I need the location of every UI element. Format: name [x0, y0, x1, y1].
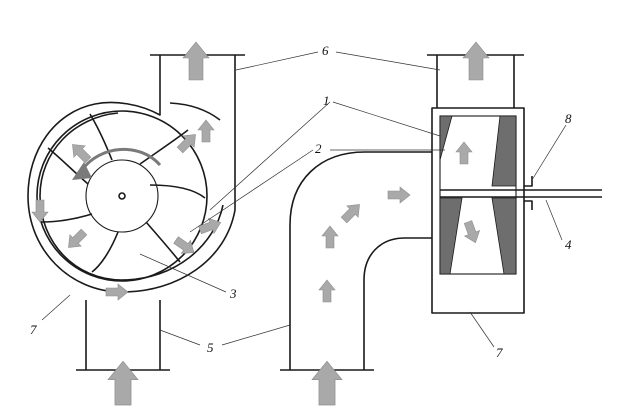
label-8: 8 — [565, 111, 572, 126]
volute-casing-inner — [39, 102, 224, 281]
axial-pump — [280, 41, 602, 406]
flow-arrows-right — [311, 41, 490, 406]
volute-casing-outer — [27, 55, 236, 293]
label-3: 3 — [229, 286, 237, 301]
leader-lines — [41, 51, 567, 348]
label-6: 6 — [322, 43, 329, 58]
discharge-pipe-right — [436, 55, 515, 108]
inlet-pipe-left — [85, 300, 161, 370]
label-1: 1 — [323, 93, 330, 108]
rotation-arrow — [80, 147, 162, 171]
label-4: 4 — [565, 237, 572, 252]
rotor-blade-left — [439, 197, 463, 275]
centrifugal-pump — [27, 41, 245, 406]
shaft-seal — [524, 176, 533, 210]
impeller-rim — [36, 110, 208, 282]
inlet-bend-outer — [289, 151, 432, 370]
shaft-center — [118, 192, 126, 200]
rotor-blade-right — [491, 115, 517, 187]
shaft — [440, 189, 602, 198]
label-2: 2 — [315, 141, 322, 156]
impeller-hub — [85, 159, 159, 233]
rotor — [439, 115, 517, 275]
flow-arrows-left — [31, 41, 224, 406]
inlet-bend-inner — [363, 237, 432, 370]
rotor-blade-upper — [439, 115, 453, 161]
label-7-right: 7 — [496, 345, 503, 360]
axial-casing — [431, 107, 525, 314]
label-5: 5 — [207, 340, 214, 355]
rotor-blade-lower — [491, 197, 517, 275]
impeller-blades — [41, 113, 206, 273]
label-7-left: 7 — [30, 322, 37, 337]
